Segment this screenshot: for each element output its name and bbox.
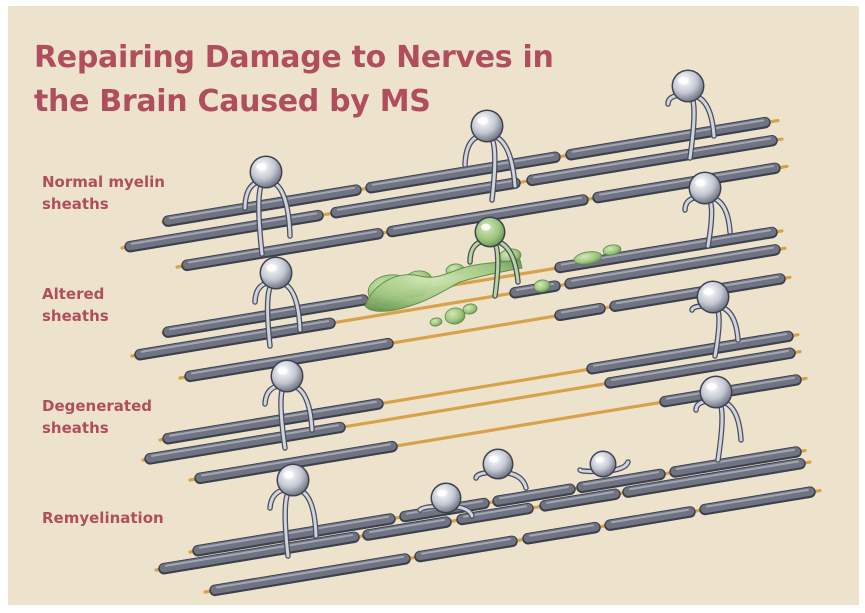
row-label-altered-line-1: Altered <box>42 283 104 305</box>
oligodendrocyte-degenerated-1-body <box>272 361 302 391</box>
row-label-normal-line-1: Normal myelin <box>42 171 165 193</box>
oligodendrocyte-altered-2-highlight <box>703 288 714 296</box>
oligodendrocyte-degenerated-2-body <box>701 377 731 407</box>
oligodendrocyte-remyelination-3-body <box>432 484 460 512</box>
oligodendrocyte-normal-2-highlight <box>477 117 488 125</box>
oligodendrocyte-remyelination-1-body <box>278 465 308 495</box>
oligodendrocyte-normal-3 <box>668 70 714 159</box>
oligodendrocyte-normal-4-body <box>690 173 720 203</box>
oligodendrocyte-normal-1-body <box>251 157 281 187</box>
oligodendrocyte-remyelination-2 <box>476 449 526 489</box>
oligodendrocyte-altered-2-body <box>698 282 728 312</box>
oligodendrocyte-normal-3-highlight <box>678 77 689 85</box>
row-label-normal-line-2: sheaths <box>42 193 109 215</box>
row-label-altered-line-2: sheaths <box>42 305 109 327</box>
oligodendrocyte-normal-2-body <box>472 111 502 141</box>
oligodendrocyte-remyelination-4 <box>580 451 628 478</box>
diagram-title-line-1: Repairing Damage to Nerves in <box>34 40 554 76</box>
oligodendrocyte-altered-damaged-highlight <box>481 224 491 231</box>
damaged-myelin-debris-10 <box>429 317 442 327</box>
row-label-degenerated-line-2: sheaths <box>42 417 109 439</box>
myelin-sheath-highlight-degenerated-1-1 <box>170 402 376 436</box>
oligodendrocyte-normal-4-highlight <box>695 179 706 187</box>
myelin-sheath-normal-2-2 <box>336 183 515 213</box>
oligodendrocyte-remyelination-2-highlight <box>489 456 499 463</box>
oligodendrocyte-remyelination-4-body <box>591 452 615 476</box>
oligodendrocyte-degenerated-1-highlight <box>277 367 288 375</box>
myelin-sheath-remyelination-3-3 <box>528 527 595 538</box>
diagram-title-line-2: the Brain Caused by MS <box>34 84 431 120</box>
oligodendrocyte-degenerated-2-highlight <box>706 383 717 391</box>
oligodendrocyte-normal-1-highlight <box>256 163 267 171</box>
oligodendrocyte-remyelination-3-highlight <box>437 490 447 497</box>
oligodendrocyte-remyelination-4-highlight <box>595 457 603 463</box>
oligodendrocyte-altered-1-highlight <box>266 264 277 272</box>
oligodendrocyte-altered-damaged <box>470 217 518 297</box>
oligodendrocyte-remyelination-2-body <box>484 450 512 478</box>
oligodendrocyte-remyelination-1-highlight <box>283 471 294 479</box>
oligodendrocyte-altered-damaged-body <box>476 218 504 246</box>
oligodendrocyte-normal-3-body <box>673 71 703 101</box>
myelin-sheath-highlight-remyelination-3-1 <box>217 557 403 588</box>
myelin-sheath-remyelination-3-1 <box>215 558 405 589</box>
row-label-remyelination: Remyelination <box>42 507 164 529</box>
myelin-sheath-normal-3-3 <box>598 168 775 197</box>
row-label-degenerated-line-1: Degenerated <box>42 395 152 417</box>
oligodendrocyte-altered-1-body <box>261 258 291 288</box>
myelin-sheath-highlight-normal-2-2 <box>338 181 513 210</box>
